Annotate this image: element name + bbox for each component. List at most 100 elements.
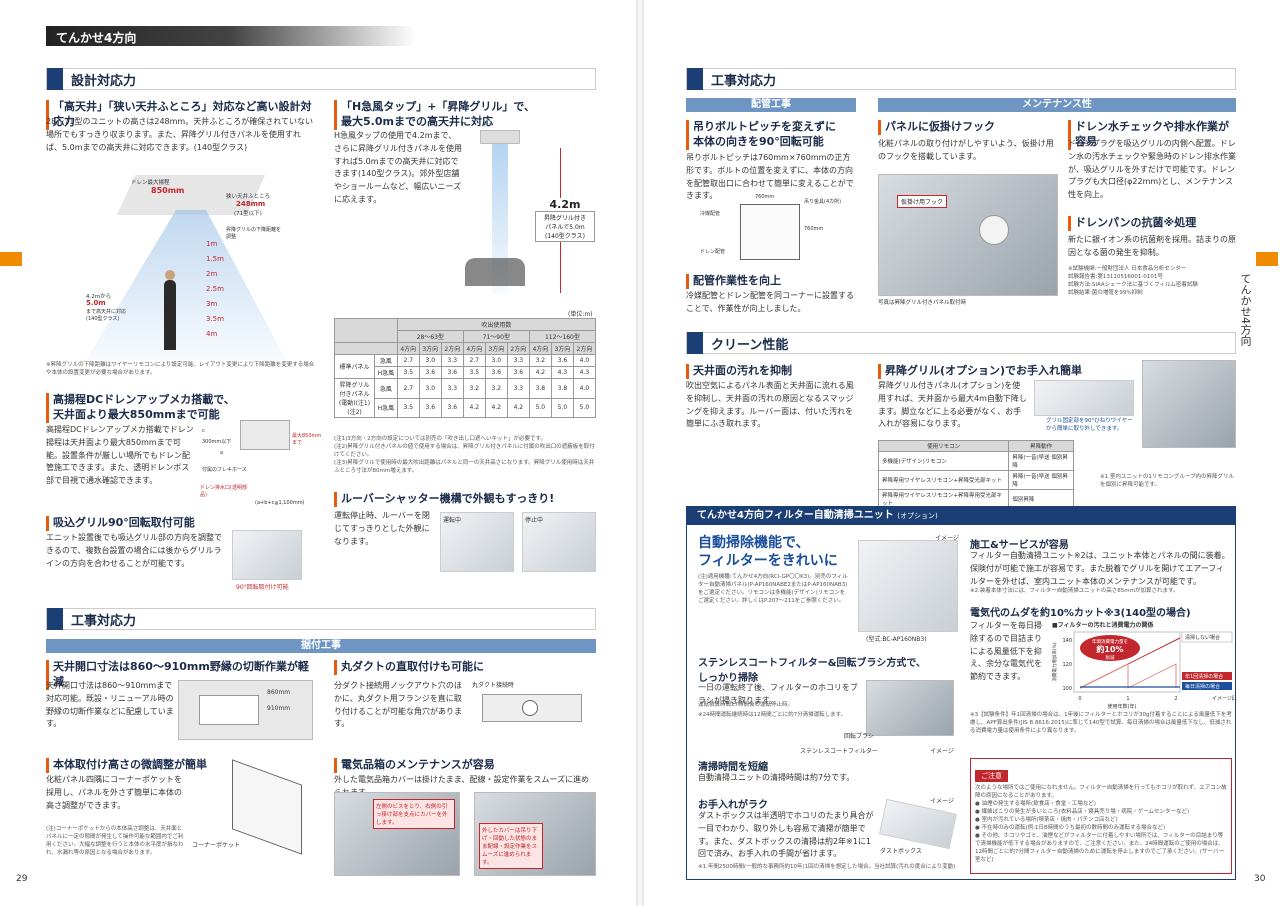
height-level-label: 3m bbox=[206, 300, 218, 308]
height-level-label: 4m bbox=[206, 330, 218, 338]
drain-pan-note: 試験方法:SIAAシェーク法に基づくフィルム密着試験 bbox=[1068, 281, 1198, 288]
table-panel-name: 標準パネル bbox=[334, 354, 375, 379]
chart-xtick: 0 bbox=[1078, 696, 1081, 702]
table-cell: 3.6 bbox=[550, 354, 574, 367]
drain-check-title: ドレン水チェックや排水作業が容易 bbox=[1068, 120, 1236, 150]
louver-stopped-image: 停止中 bbox=[522, 512, 596, 572]
drain-head-value: 850mm bbox=[151, 186, 185, 195]
table-note: (注2)昇降グリル付きパネルの値で使用する場合は、昇降グリル付きパネルに付属の吹… bbox=[334, 443, 595, 458]
sts-note2: ※24時間運転継続時は12時間ごとに約7分清掃運転します。 bbox=[698, 712, 847, 718]
sts-title: ステンレスコートフィルター&回転ブラシ方式で、しっかり掃除 bbox=[698, 654, 962, 684]
easy-care-body: ダストボックスは半透明でホコリのたまり具合が一目でわかり、取り外しも容易で清掃が… bbox=[698, 811, 874, 859]
badge-line2: 約10% bbox=[1096, 644, 1123, 654]
table-cell: 3.0 bbox=[484, 354, 508, 367]
caution-lead: 次のような場所ではご使用になれません。フィルター自動清掃を行ってもホコリが取れず… bbox=[975, 785, 1227, 799]
remote-table-note: ※1.室内ユニットの1リモコングループ内の昇降グリルを個別に昇降可能です。 bbox=[1100, 474, 1235, 488]
high-ceiling-body: 28〜71型のユニットの高さは248mm。天井ふところが確保されていない場所でも… bbox=[46, 117, 313, 152]
section-clean: クリーン性能 bbox=[686, 332, 1236, 354]
table-cell: 3.6 bbox=[484, 366, 508, 379]
remote-table: 使用リモコン昇降動作 多機能(デザイン)リモコン昇降(一音)早送 個別昇降昇降専… bbox=[877, 440, 1074, 509]
bolt-body: 吊りボルトピッチは760mm×760mmの正方形です。ボルトの位置を変えずに、本… bbox=[686, 153, 854, 201]
table-cell: 3.5 bbox=[396, 397, 420, 418]
table-dir-header: 3方向 bbox=[484, 342, 508, 355]
table-cell: 2.7 bbox=[462, 354, 486, 367]
dc-drain-title: 高揚程DCドレンアップメカ搭載で、天井面より最大850mmまで可能 bbox=[46, 393, 316, 423]
opening-body: 天井開口寸法は860〜910mmまで対応可能。既設・リニューアル時の野縁の切断作… bbox=[46, 681, 174, 729]
dc-drain-title-line1: 高揚程DCドレンアップメカ搭載で、 bbox=[53, 393, 235, 406]
auto-clean-model: (型式:BC-AP160NB3) bbox=[866, 636, 927, 643]
elec-box-image2: 外したカバーは吊り下げ・回動した状態のまま配線・設定作業をスムーズに進められます… bbox=[474, 792, 596, 876]
hook-part bbox=[979, 215, 1009, 245]
height-level-label: 3.5m bbox=[206, 315, 224, 323]
drain-c-label: c bbox=[202, 428, 205, 434]
dc-drain-body: 高揚程DCドレンアップメカ搭載でドレン揚程は天井面より最大850mmまで可能。設… bbox=[46, 425, 194, 486]
rapid-tap-title-line1: 「H急風タップ」+「昇降グリル」で、 bbox=[341, 100, 535, 113]
duct-body: 分ダクト接続用ノックアウト穴のほかに、丸ダクト用フランジを直に取り付けることが可… bbox=[334, 681, 462, 729]
easy-care-title: お手入れがラク bbox=[698, 800, 768, 811]
person-head bbox=[165, 270, 175, 280]
table-group-header: 71〜90型 bbox=[462, 330, 530, 343]
elec-box-image1: 左側のビスをとり、右側の引っ掛け部を支点にカバーを外します。 bbox=[334, 792, 460, 876]
body-height-title: 本体取付け高さの微調整が簡単 bbox=[46, 758, 266, 773]
chart-ylabel: 消費電力増加率(%) bbox=[1052, 642, 1058, 682]
bolt-figure: 760mm 760mm 吊り金具(4カ所) 冷媒配管 ドレン配管 bbox=[700, 194, 858, 264]
table-group-header: 112〜160型 bbox=[528, 330, 597, 343]
height-level-label: 1m bbox=[206, 240, 218, 248]
legend-no-clean: 清掃しない場合 bbox=[1185, 634, 1220, 641]
catch-line2: フィルターをきれいに bbox=[698, 553, 838, 570]
drain-pan-note: 試験報告書:第13110516001-0101号 bbox=[1068, 273, 1163, 280]
table-tap: 急風 bbox=[374, 378, 398, 399]
legend2-box bbox=[1182, 672, 1232, 680]
height-callout-box: 昇降グリル付き パネルで5.0m (140型クラス) bbox=[535, 211, 595, 242]
ceiling-dirt-title: 天井面の汚れを抑制 bbox=[686, 364, 858, 379]
sts-title-line1: ステンレスコートフィルター&回転ブラシ方式で、 bbox=[698, 658, 926, 669]
install-work-bar: 据付工事 bbox=[46, 639, 596, 653]
chart-badge bbox=[1080, 635, 1140, 661]
table-cell: 3.6 bbox=[418, 397, 442, 418]
section-construction-left: 工事対応力 bbox=[46, 608, 596, 630]
table-cell: 4.2 bbox=[506, 397, 530, 418]
high-ceiling-note: ※昇降グリルの下降距離はワイヤーリモコンにより設定可能。レイアウト変更により下降… bbox=[46, 362, 315, 376]
corner-pocket-figure: コーナーポケット bbox=[192, 759, 312, 872]
auto-clean-header-title: てんかせ4方向フィルター自動清掃ユニット bbox=[697, 510, 894, 521]
table-cell: 3.3 bbox=[506, 378, 530, 399]
drain-pan-note: ※試験機関:一般財団法人 日本食品分析センター bbox=[1068, 266, 1187, 272]
table-tap: H急風 bbox=[374, 397, 398, 418]
dust-box-label: ダストボックス bbox=[880, 848, 922, 855]
rotating-brush-label: 回転ブラシ bbox=[844, 733, 874, 740]
table-dir-corner bbox=[334, 342, 398, 355]
table-dir-header: 3方向 bbox=[550, 342, 574, 355]
lift-grill-image bbox=[1034, 380, 1134, 416]
table-note: (注3)昇降グリルで使用時の最大吹出距離はパネルと同一の天井高さになります。昇降… bbox=[334, 459, 595, 474]
high-ceiling-title: 「高天井」「狭い天井ふところ」対応など高い設計対応力 bbox=[46, 100, 316, 130]
table-cell: 3.6 bbox=[440, 397, 464, 418]
table-dir-header: 3方向 bbox=[418, 342, 442, 355]
piping-work-bar: 配管工事 bbox=[686, 98, 856, 112]
ceiling-opening bbox=[199, 695, 259, 725]
drain-formula: (a+b+c≦1,100mm) bbox=[255, 500, 305, 506]
ceiling-dirt-body: 吹出空気によるパネル表面と天井面に流れる風を抑制し、天井面の汚れの原因となるスマ… bbox=[686, 381, 854, 429]
sts-title-line2: しっかり掃除 bbox=[698, 673, 758, 684]
table-cell: 4.2 bbox=[462, 397, 486, 418]
table-cell: 4.2 bbox=[484, 397, 508, 418]
table-tap: H急風 bbox=[374, 366, 398, 379]
short-time-body: 自動清掃ユニットの清掃時間は約7分です。 bbox=[698, 773, 855, 782]
caution-item: ● 油煙の発生する場所(飲食店・食堂・工場など) bbox=[975, 800, 1096, 807]
table-cell: 3.2 bbox=[462, 378, 486, 399]
height-level-label: 2.5m bbox=[206, 285, 224, 293]
hook-label: 仮掛け用フック bbox=[897, 195, 948, 208]
duct-figure-label: 丸ダクト接続時 bbox=[472, 682, 515, 689]
lift-grill-caption: グリル固定部を90°ひねりワイヤーから簡単に取り外しできます。 bbox=[1046, 418, 1133, 432]
rapid-tap-title: 「H急風タップ」+「昇降グリル」で、最大5.0mまでの高天井に対応 bbox=[334, 100, 596, 130]
duct-hole bbox=[522, 700, 538, 716]
table-cell: 3.6 bbox=[506, 366, 530, 379]
power-title: 電気代のムダを約10%カット※3(140型の場合) bbox=[970, 608, 1191, 619]
drain-a-label: 300mm以下 bbox=[202, 439, 232, 445]
table-cell: 3.6 bbox=[440, 366, 464, 379]
rapid-tap-body: H急風タップの使用で4.2mまで、さらに昇降グリル付きパネルを使用すれば5.0m… bbox=[334, 131, 462, 204]
hook-title: パネルに仮掛けフック bbox=[878, 120, 1058, 135]
opening-figure: 860mm 910mm bbox=[178, 680, 313, 740]
hook-photo: 仮掛け用フック bbox=[878, 174, 1058, 296]
side-tab-label-right: てんかせ4方向 bbox=[1239, 272, 1252, 346]
table-cell: 3.3 bbox=[506, 354, 530, 367]
